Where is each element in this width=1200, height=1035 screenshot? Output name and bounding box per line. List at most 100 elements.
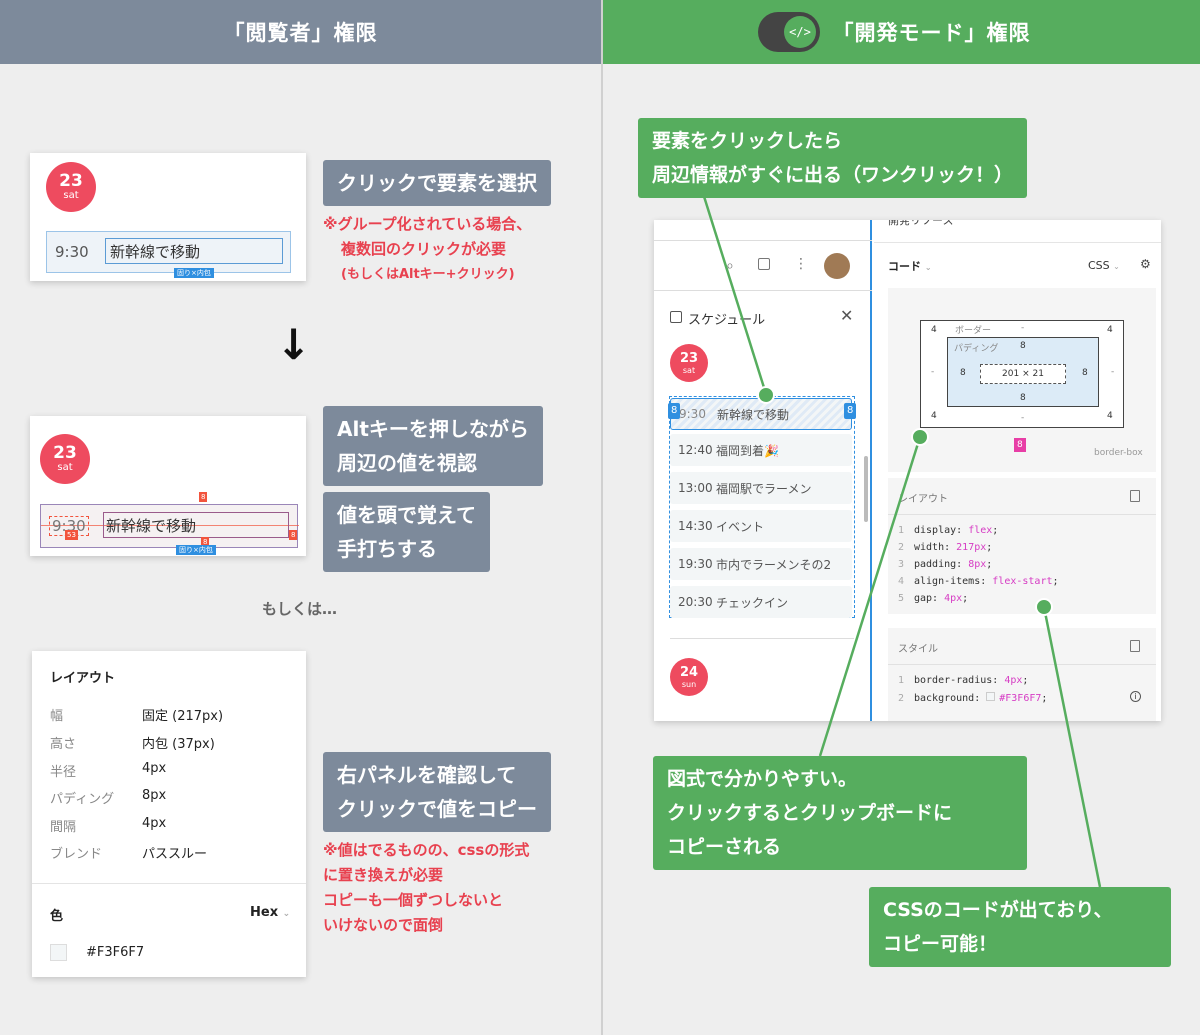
- chevron-down-icon: ⌄: [924, 263, 932, 272]
- gap-badge: 8: [1014, 438, 1026, 452]
- search-icon[interactable]: ⌕: [726, 258, 734, 274]
- callout-panel-line2: クリックで値をコピー: [337, 797, 537, 821]
- close-icon[interactable]: ✕: [840, 306, 854, 325]
- color-value[interactable]: #F3F6F7: [86, 945, 145, 960]
- line-number: 2: [898, 693, 905, 704]
- color-swatch[interactable]: [50, 944, 67, 961]
- callout-diagram-line1: 図式で分かりやすい。: [667, 768, 858, 790]
- code-line[interactable]: 2 width: 217px;: [898, 542, 992, 553]
- left-header-title: 「閲覧者」権限: [223, 21, 378, 45]
- box-sizing-label: border-box: [1094, 448, 1143, 458]
- padding-badge-left: 8: [668, 403, 681, 419]
- item-time: 14:30: [678, 519, 713, 533]
- pane-divider: [654, 290, 872, 291]
- item-time: 20:30: [678, 595, 713, 609]
- event-title: 新幹線で移動: [105, 238, 283, 264]
- callout-alt-line1: Altキーを押しながら: [337, 417, 529, 441]
- date-number: 24: [679, 664, 699, 680]
- callout-diagram-line3: コピーされる: [667, 836, 782, 858]
- color-format-select[interactable]: Hex ⌄: [250, 905, 290, 920]
- info-icon[interactable]: i: [1130, 691, 1141, 702]
- css-value: #F3F6F7: [999, 693, 1042, 704]
- panel-divider: [32, 883, 306, 884]
- avatar[interactable]: [824, 253, 850, 279]
- prop-value[interactable]: 8px: [142, 788, 167, 803]
- line-number: 2: [898, 542, 905, 553]
- css-end: ;: [986, 542, 993, 553]
- scrollbar[interactable]: [864, 456, 868, 522]
- more-icon[interactable]: ⋮: [794, 256, 808, 272]
- prop-label: 幅: [50, 709, 64, 724]
- callout-alt: Altキーを押しながら 周辺の値を視認: [323, 406, 543, 486]
- code-tab[interactable]: コード ⌄: [888, 258, 932, 274]
- chevron-down-icon: ⌄: [1113, 262, 1120, 271]
- prop-value[interactable]: 内包 (37px): [142, 737, 215, 752]
- calendar-icon: [670, 311, 682, 323]
- padding-badge-right: 8: [844, 403, 857, 419]
- code-tab-label: コード: [888, 260, 921, 273]
- callout-panel-line1: 右パネルを確認して: [337, 763, 517, 787]
- content-box: 201 × 21: [980, 364, 1066, 384]
- box-model: ボーダー - 4 4 4 4 - - - パディング 8 8 8 8 201 ×…: [888, 288, 1156, 472]
- dev-mode-toggle[interactable]: </>: [758, 12, 820, 52]
- clipboard-icon[interactable]: [1130, 640, 1140, 652]
- schedule-card-select: 23 sat 9:30 新幹線で移動 固り×内包: [30, 153, 306, 281]
- line-number: 1: [898, 525, 905, 536]
- calendar-icon[interactable]: [758, 258, 770, 270]
- callout-css-line2: コピー可能！: [883, 933, 998, 955]
- line-number: 5: [898, 593, 905, 604]
- line-number: 4: [898, 576, 905, 587]
- css-value: 4px: [1004, 675, 1023, 686]
- clipboard-icon[interactable]: [1130, 490, 1140, 502]
- settings-icon[interactable]: ⚙: [1140, 257, 1151, 271]
- measure-line: [41, 525, 299, 526]
- css-prop: border-radius:: [914, 675, 1005, 686]
- border-top-value: -: [1021, 323, 1025, 333]
- css-prop: align-items:: [914, 576, 993, 587]
- css-value: flex-start: [992, 576, 1053, 587]
- left-header: 「閲覧者」権限: [0, 0, 601, 64]
- size-tag: 固り×内包: [174, 268, 214, 278]
- right-header-title: 「開発モード」権限: [832, 21, 1031, 45]
- prop-value[interactable]: 固定 (217px): [142, 709, 224, 724]
- lang-select[interactable]: CSS ⌄: [1088, 259, 1120, 272]
- note-group: ※グループ化されている場合、 複数回のクリックが必要 (もしくはAltキー+クリ…: [323, 212, 531, 287]
- event-row[interactable]: 9:30 新幹線で移動 8 53 8 8 固り×内包: [40, 492, 299, 555]
- panel-top-cut: 開発リソース: [888, 220, 954, 227]
- prop-value[interactable]: パススルー: [142, 847, 208, 862]
- down-arrow-icon: ↓: [276, 320, 312, 369]
- date-weekday: sat: [57, 462, 73, 473]
- or-text: もしくは…: [262, 600, 338, 618]
- callout-diagram-line2: クリックするとクリップボードに: [667, 802, 953, 824]
- prop-value[interactable]: 4px: [142, 816, 167, 831]
- event-row[interactable]: 9:30 新幹線で移動 固り×内包: [46, 231, 291, 278]
- right-header: 「開発モード」権限: [603, 0, 1200, 64]
- spacing-tag-top: 8: [199, 492, 208, 502]
- border-right-value: -: [1111, 367, 1115, 377]
- prop-label: 間隔: [50, 820, 77, 835]
- item-time: 19:30: [678, 557, 713, 571]
- css-value: flex: [968, 525, 993, 536]
- note-group-line1: ※グループ化されている場合、: [323, 215, 532, 233]
- css-value: 217px: [956, 542, 987, 553]
- prop-value[interactable]: 4px: [142, 761, 167, 776]
- item-time: 9:30: [679, 407, 706, 421]
- css-prop: width:: [914, 542, 957, 553]
- spacing-tag-right: 8: [289, 530, 298, 540]
- callout-panel: 右パネルを確認して クリックで値をコピー: [323, 752, 551, 832]
- note-css-line2: に置き換えが必要: [323, 866, 444, 884]
- spacing-tag-bottom: 8: [201, 537, 210, 547]
